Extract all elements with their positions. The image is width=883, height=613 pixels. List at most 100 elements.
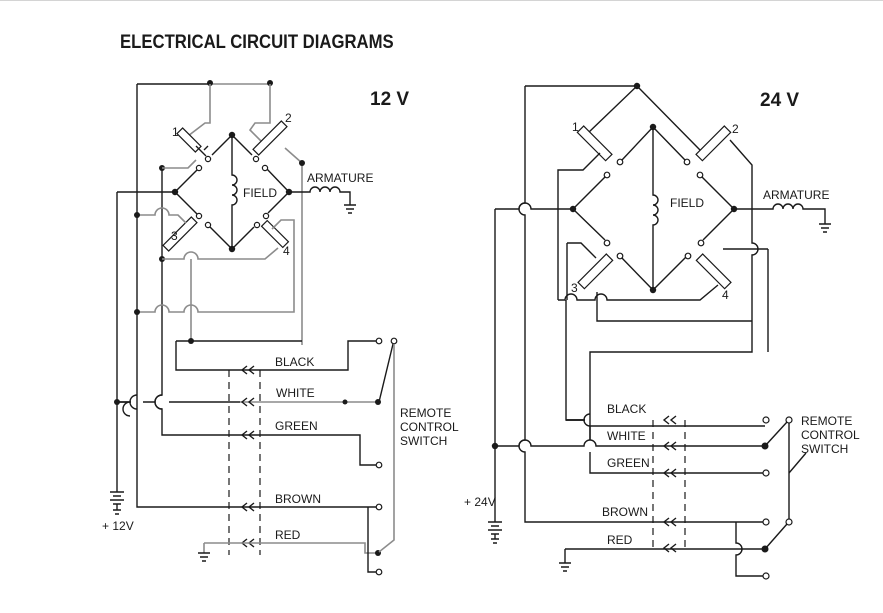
switch-terminal <box>762 518 770 526</box>
label-leader <box>788 452 807 474</box>
supply-label-24v: + 24V <box>464 495 496 509</box>
solenoid-1 <box>176 127 202 153</box>
wire <box>565 300 585 421</box>
armature-label-12v: ARMATURE <box>307 171 373 185</box>
switch-linkage <box>378 344 395 553</box>
wire <box>652 255 688 291</box>
contact <box>603 239 611 247</box>
solenoid-4 <box>695 253 732 290</box>
solenoid-number: 4 <box>283 244 290 258</box>
wire-crossing <box>129 394 163 410</box>
switch-arm <box>378 343 394 403</box>
wire-label-red: RED <box>607 533 633 547</box>
wire <box>495 202 573 210</box>
wire <box>572 208 606 241</box>
solenoid-4 <box>260 219 290 249</box>
solenoid-2 <box>252 120 288 156</box>
junction <box>299 160 305 166</box>
ground-icon <box>344 204 356 214</box>
connector-pin <box>662 468 677 478</box>
supply-label-12v: + 12V <box>102 519 134 533</box>
contact <box>603 171 611 179</box>
armature-label-24v: ARMATURE <box>763 188 829 202</box>
armature-coil <box>289 186 351 205</box>
wire <box>187 84 211 137</box>
wire <box>367 507 378 573</box>
connector-pin <box>662 415 677 425</box>
connector-pin <box>662 441 677 451</box>
wire <box>209 226 233 250</box>
ground-icon <box>198 552 210 562</box>
wire <box>162 247 279 260</box>
diagram-12v: 12 V FIELD ARMATURE <box>102 80 459 576</box>
wire-label-red: RED <box>275 528 301 542</box>
junction <box>134 309 140 315</box>
connector-pin <box>240 397 255 407</box>
wire <box>652 126 686 161</box>
contact <box>261 164 269 172</box>
wire <box>137 219 295 313</box>
contact <box>697 239 705 247</box>
solenoid-number: 4 <box>722 288 729 302</box>
contact <box>252 155 260 163</box>
battery-icon <box>488 520 502 544</box>
top-border <box>0 0 883 1</box>
wire-green <box>589 426 765 474</box>
wire <box>735 522 765 577</box>
remote-switch-label: REMOTE <box>801 414 852 428</box>
solenoid-number: 2 <box>732 122 739 136</box>
field-coil <box>231 135 238 249</box>
switch-terminal <box>390 337 398 345</box>
wire <box>587 85 638 134</box>
junction <box>188 338 194 344</box>
wire <box>137 207 187 224</box>
armature-coil <box>734 203 826 224</box>
wire-green <box>154 168 377 466</box>
wire <box>572 176 606 210</box>
switch-terminal <box>762 416 770 424</box>
connector-pin <box>662 517 677 527</box>
wire-label-brown: BROWN <box>275 492 321 506</box>
solenoid-number: 3 <box>171 229 178 243</box>
wire-label-black: BLACK <box>275 355 314 369</box>
solenoid-number: 2 <box>285 111 292 125</box>
wire <box>231 226 255 250</box>
wire-black <box>566 413 765 427</box>
connector-pin <box>662 543 677 553</box>
wire-label-white: WHITE <box>607 429 646 443</box>
switch-terminal <box>375 461 383 469</box>
solenoid-3 <box>577 253 614 290</box>
wire <box>267 191 290 214</box>
wire <box>619 255 654 291</box>
voltage-label-12v: 12 V <box>370 89 409 110</box>
contact <box>204 221 212 229</box>
contact <box>616 252 624 260</box>
wire-label-brown: BROWN <box>602 505 648 519</box>
battery-icon <box>110 488 124 515</box>
connector-pin <box>240 430 255 440</box>
field-label-24v: FIELD <box>670 196 704 210</box>
switch-terminal <box>375 568 383 576</box>
page-title: ELECTRICAL CIRCUIT DIAGRAMS <box>120 32 394 53</box>
contact <box>684 252 692 260</box>
contact <box>616 158 624 166</box>
wire-label-green: GREEN <box>607 456 650 470</box>
voltage-label-24v: 24 V <box>760 90 799 111</box>
switch-arm <box>764 421 788 447</box>
contact <box>253 221 261 229</box>
ground-icon <box>819 223 831 233</box>
wire-red <box>204 542 378 554</box>
solenoid-2 <box>695 125 732 162</box>
junction <box>267 80 273 86</box>
wire <box>752 248 769 352</box>
wire-label-green: GREEN <box>275 419 318 433</box>
contact <box>195 164 203 172</box>
solenoid-1 <box>576 125 613 162</box>
solenoid-number: 1 <box>172 125 179 139</box>
junction <box>491 442 499 450</box>
wire <box>701 176 735 210</box>
wire-label-white: WHITE <box>276 386 315 400</box>
switch-terminal <box>762 572 770 580</box>
wire <box>248 84 271 143</box>
